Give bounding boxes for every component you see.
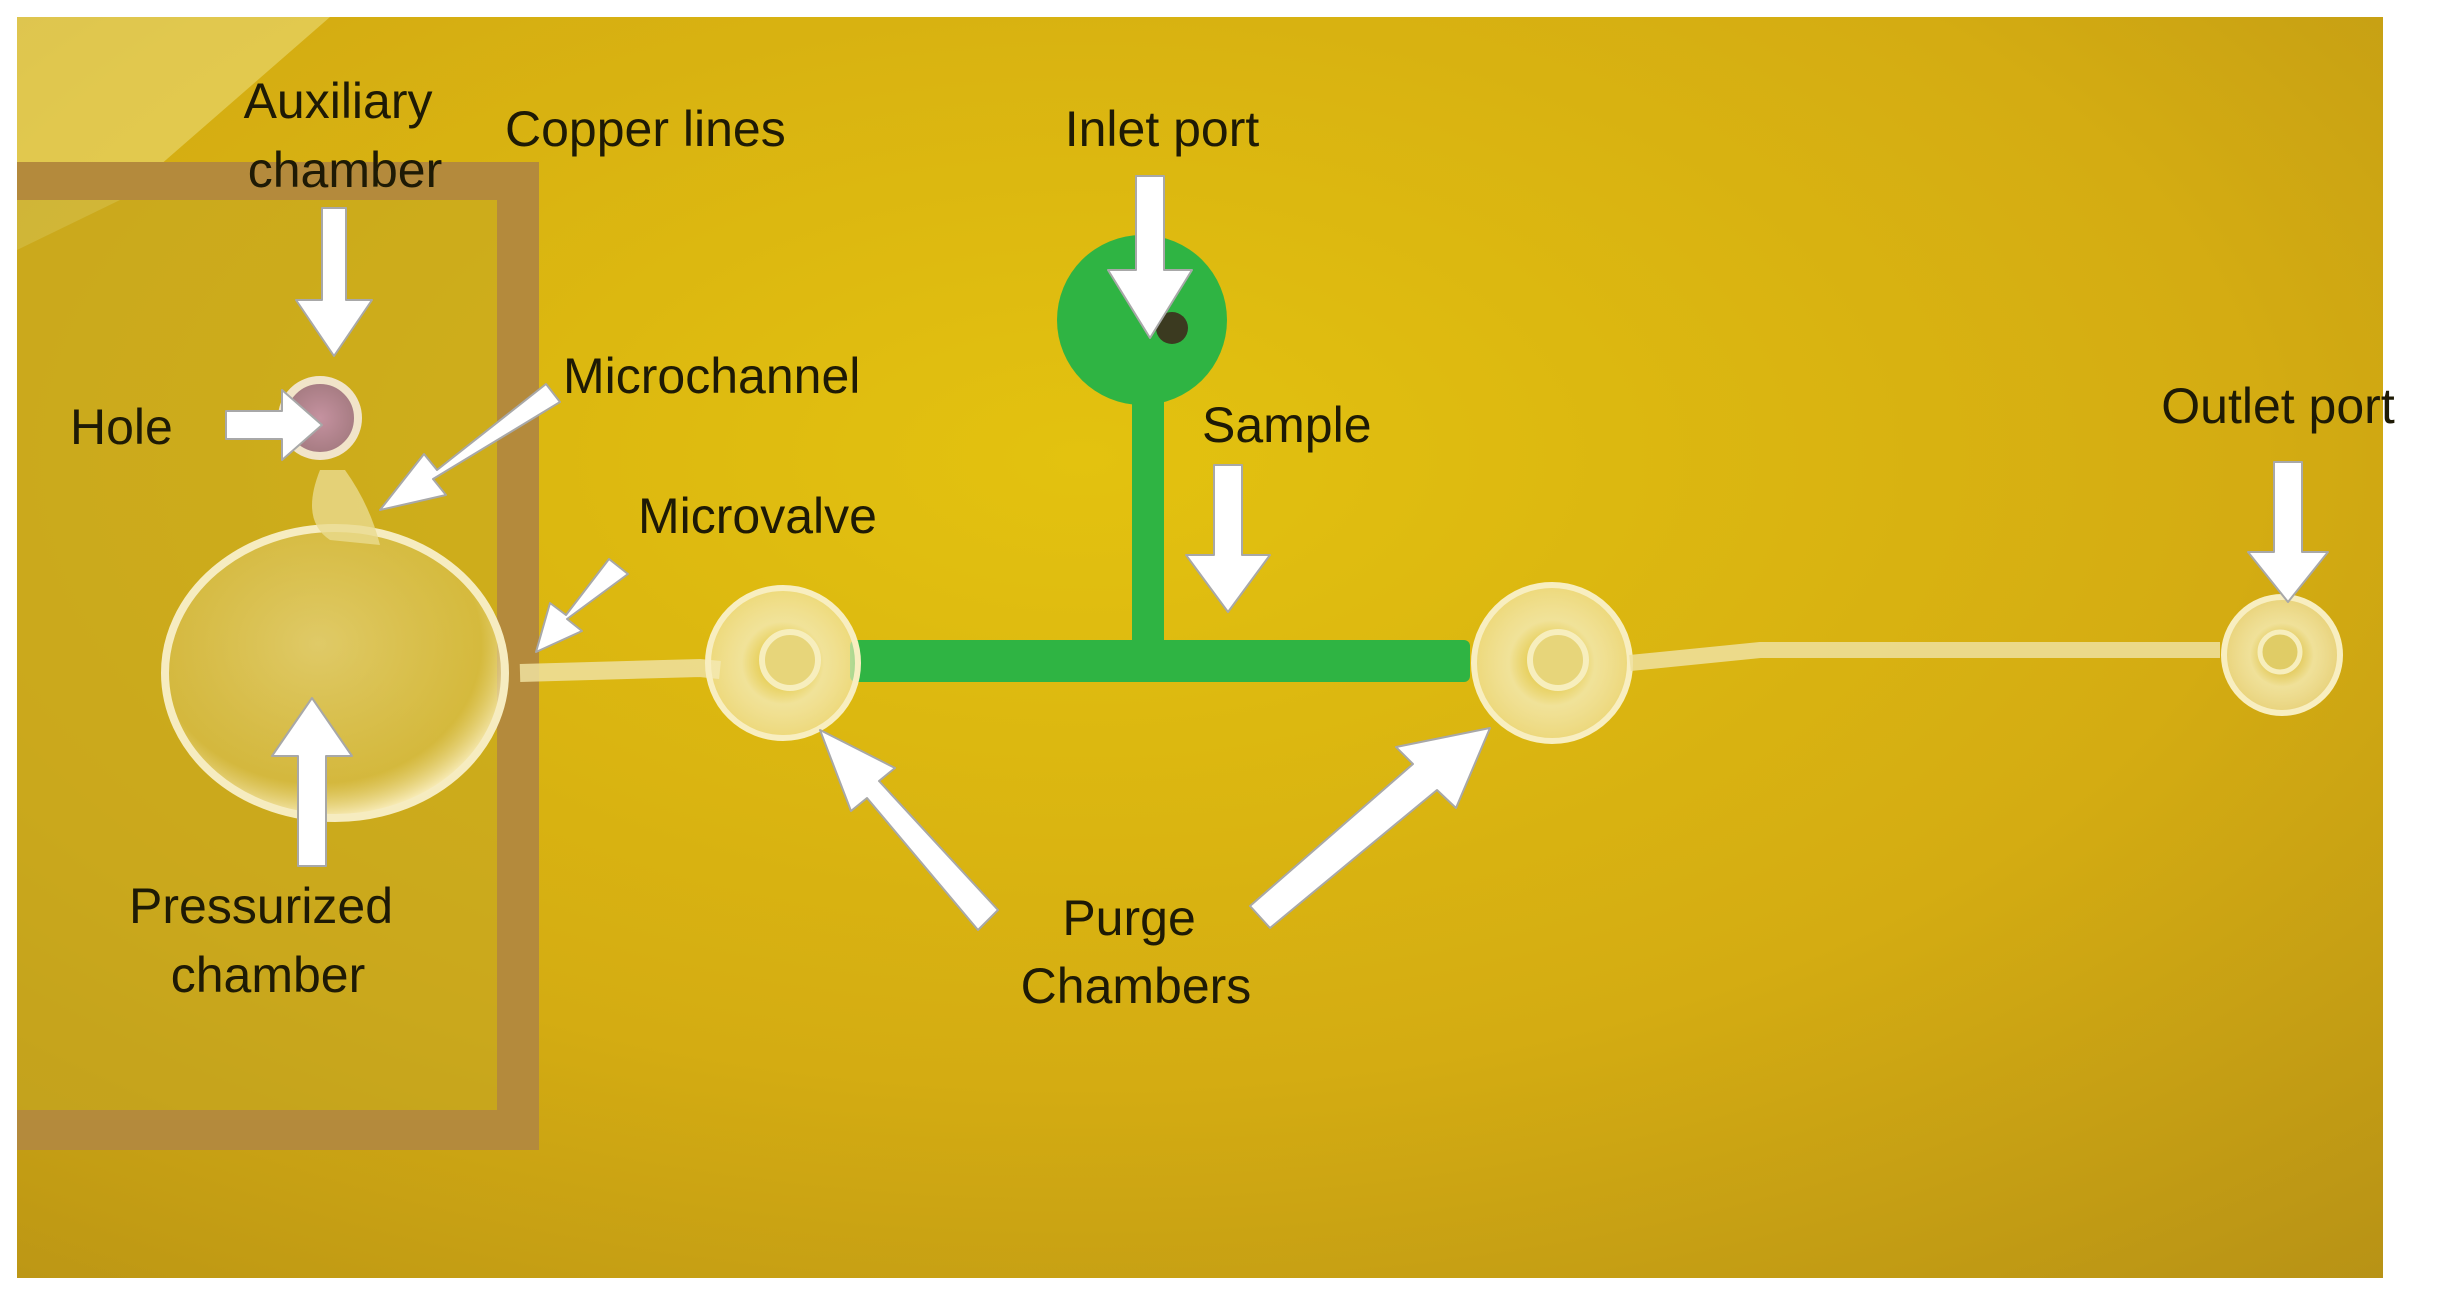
sample-vertical-channel — [1132, 380, 1164, 650]
purge-chambers-label-line2: Chambers — [1021, 958, 1252, 1014]
sample-arrow — [1185, 464, 1271, 613]
purge-chamber-left-inner — [759, 629, 821, 691]
microvalve-label: Microvalve — [638, 488, 877, 544]
pressurized-chamber-label-line1: Pressurized — [129, 878, 393, 934]
microchannel-label: Microchannel — [563, 348, 860, 404]
outlet-channel — [1629, 642, 2220, 671]
purge-chamber-left-arrow — [819, 729, 999, 931]
copper-lines-label: Copper lines — [505, 101, 786, 157]
auxiliary-chamber-arrow — [295, 207, 373, 357]
microvalve-channel — [519, 658, 721, 682]
microvalve-arrow — [535, 558, 629, 653]
inlet-port-label: Inlet port — [1065, 101, 1260, 157]
outlet-port-inner — [2257, 629, 2303, 675]
sample-horizontal-channel — [850, 640, 1470, 682]
purge-chamber-right-arrow — [1249, 727, 1491, 929]
microchannel-arrow — [379, 383, 561, 511]
purge-chambers-label-line1: Purge — [1062, 890, 1195, 946]
pressurized-chamber-arrow — [271, 697, 353, 867]
hole-arrow — [225, 389, 323, 461]
purge-chambers-label: Purge Chambers — [1021, 890, 1252, 1014]
pressurized-chamber-label: Pressurized chamber — [129, 878, 407, 1003]
outlet-port-arrow — [2247, 461, 2329, 603]
chamber-neck — [312, 470, 380, 545]
pressurized-chamber-label-line2: chamber — [171, 947, 366, 1003]
auxiliary-chamber-label: Auxiliary chamber — [244, 73, 447, 198]
inlet-port-arrow — [1107, 175, 1193, 339]
copper-line-bottom — [17, 1110, 539, 1150]
copper-line-top — [17, 162, 537, 200]
outlet-port-label: Outlet port — [2161, 378, 2395, 434]
pressurized-chamber — [161, 524, 509, 822]
inlet-port-hole — [1156, 312, 1188, 344]
sample-label: Sample — [1202, 397, 1372, 453]
purge-chamber-right-inner — [1527, 629, 1589, 691]
hole-label: Hole — [70, 399, 173, 455]
auxiliary-chamber-label-line2: chamber — [248, 142, 443, 198]
auxiliary-chamber-label-line1: Auxiliary — [244, 73, 433, 129]
